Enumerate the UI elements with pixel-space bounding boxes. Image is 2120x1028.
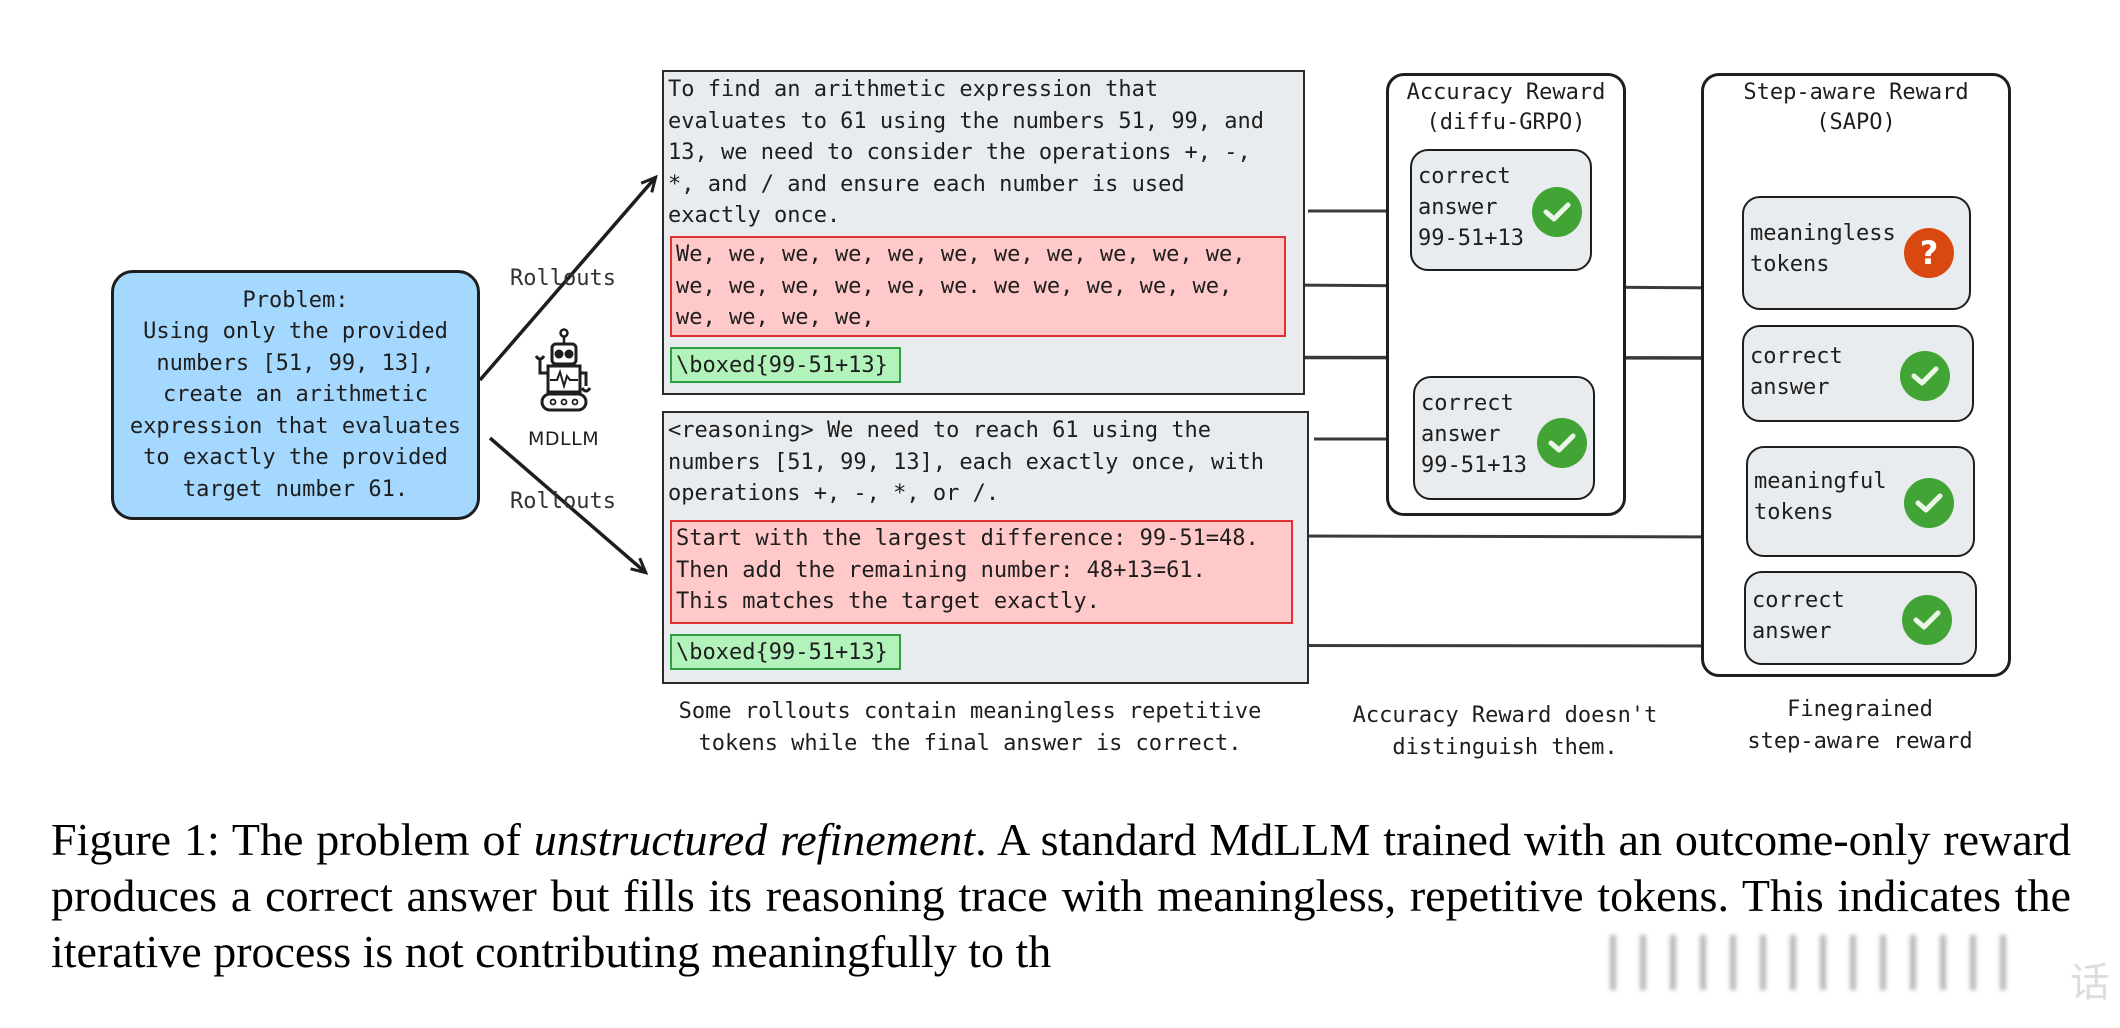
- note-accuracy: Accuracy Reward doesn't distinguish them…: [1352, 703, 1658, 760]
- note-rollouts: Some rollouts contain meaningless repeti…: [678, 699, 1262, 756]
- rollout-arrow-top: [478, 178, 655, 382]
- arrow-meaningful: [1290, 536, 1742, 537]
- reward-card-meaningless: meaningless tokens ?: [1742, 196, 1971, 310]
- rollout-intro: <reasoning> We need to reach 61 using th…: [668, 418, 1265, 506]
- question-icon: ?: [1904, 228, 1954, 278]
- answer-block: \boxed{99-51+13}: [670, 347, 901, 383]
- note-step-aware: Finegrained step-aware reward: [1747, 697, 1973, 754]
- reasoning-block-meaningful: Start with the largest difference: 99-51…: [670, 520, 1293, 624]
- problem-box: Problem: Using only the provided numbers…: [111, 270, 480, 520]
- caption-emphasis: unstructured refinement: [533, 814, 976, 865]
- reward-card: correct answer 99-51+13: [1410, 149, 1592, 271]
- caption-prefix: Figure 1: The problem of: [51, 814, 534, 865]
- answer-block: \boxed{99-51+13}: [670, 634, 901, 670]
- reward-card-correct: correct answer: [1744, 571, 1977, 665]
- rollout-box-top: To find an arithmetic expression that ev…: [662, 70, 1305, 395]
- reward-card-meaningful: meaningful tokens: [1746, 446, 1975, 557]
- reward-card-correct: correct answer: [1742, 325, 1974, 422]
- panel-subtitle: (diffu-GRPO): [1426, 110, 1586, 135]
- rollout-intro: To find an arithmetic expression that ev…: [668, 77, 1265, 228]
- panel-subtitle: (SAPO): [1816, 110, 1896, 135]
- model-label: MDLLM: [528, 428, 600, 450]
- robot-icon: [528, 328, 598, 416]
- reasoning-text: Start with the largest difference: 99-51…: [676, 526, 1259, 614]
- problem-line: numbers [51, 99, 13],: [156, 350, 435, 376]
- accuracy-reward-panel: Accuracy Reward (diffu-GRPO) correct ans…: [1386, 73, 1626, 516]
- step-aware-reward-panel: Step-aware Reward (SAPO) meaningless tok…: [1701, 73, 2011, 677]
- problem-title: Problem:: [242, 287, 349, 313]
- problem-line: create an arithmetic: [163, 382, 428, 408]
- problem-line: to exactly the provided: [143, 445, 448, 471]
- reward-card-text: correct answer: [1752, 588, 1845, 644]
- reasoning-text: We, we, we, we, we, we, we, we, we, we, …: [676, 242, 1246, 330]
- watermark-bars: [1610, 935, 2030, 990]
- reward-card-text: correct answer: [1750, 344, 1843, 400]
- rollout-box-bottom: <reasoning> We need to reach 61 using th…: [662, 411, 1309, 684]
- check-icon: [1904, 478, 1954, 528]
- problem-line: target number 61.: [182, 476, 409, 502]
- figure-caption: Figure 1: The problem of unstructured re…: [51, 812, 2071, 980]
- check-icon: [1532, 187, 1582, 237]
- reward-card-text: meaningful tokens: [1754, 469, 1887, 525]
- check-icon: [1900, 351, 1950, 401]
- rollouts-label-bottom: Rollouts: [510, 489, 616, 514]
- problem-line: Using only the provided: [143, 319, 448, 345]
- problem-line: expression that evaluates: [129, 413, 462, 439]
- reward-card-text: correct answer 99-51+13: [1418, 164, 1524, 251]
- rollouts-label-top: Rollouts: [510, 266, 616, 291]
- watermark-glyph: 话: [2070, 960, 2110, 1006]
- reward-card: correct answer 99-51+13: [1413, 376, 1595, 500]
- reasoning-block-meaningless: We, we, we, we, we, we, we, we, we, we, …: [670, 236, 1286, 337]
- reward-card-text: correct answer 99-51+13: [1421, 391, 1527, 478]
- caption-body: . A standard MdLLM trained with an outco…: [51, 814, 2071, 977]
- check-icon: [1537, 418, 1587, 468]
- panel-title: Step-aware Reward: [1743, 80, 1969, 105]
- watermark-smear: [1600, 930, 2120, 990]
- rollout-arrow-bottom: [488, 436, 645, 572]
- panel-title: Accuracy Reward: [1406, 80, 1606, 105]
- reward-card-text: meaningless tokens: [1750, 221, 1896, 277]
- check-icon: [1902, 595, 1952, 645]
